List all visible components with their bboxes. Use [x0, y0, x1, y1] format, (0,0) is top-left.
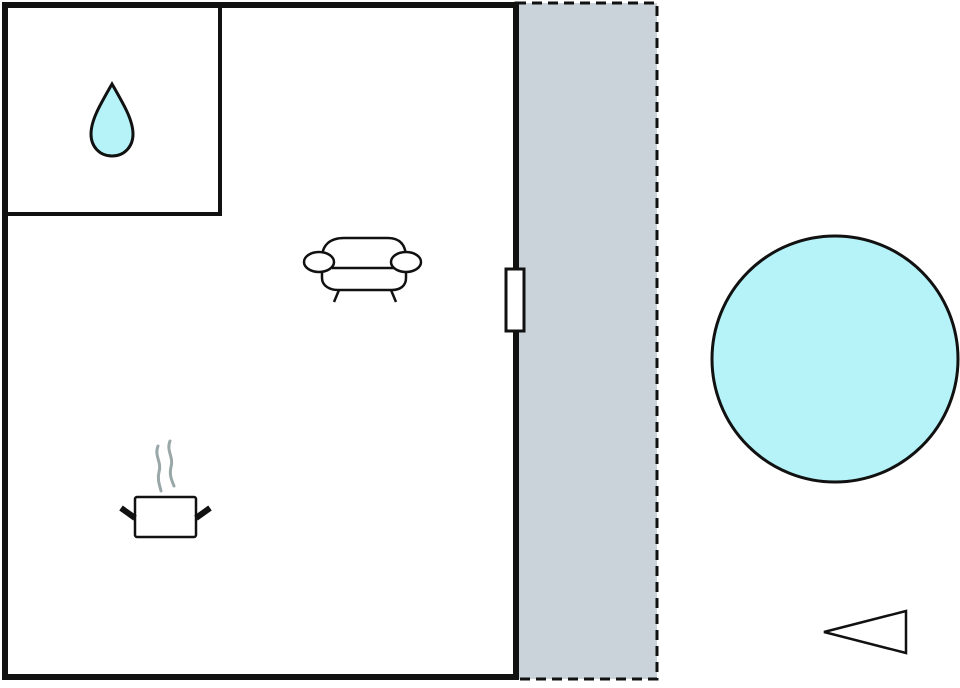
armchair-icon: [302, 236, 423, 303]
cooking-pot-icon: [119, 439, 212, 539]
steam-icon: [155, 439, 176, 493]
door-icon: [504, 267, 526, 333]
terrace-area: [514, 1, 659, 681]
round-pool: [710, 234, 960, 484]
water-drop-icon: [89, 80, 135, 158]
triangle-marker-icon: [823, 609, 908, 655]
bathroom-walls: [5, 5, 222, 216]
house-outline: [2, 2, 519, 680]
